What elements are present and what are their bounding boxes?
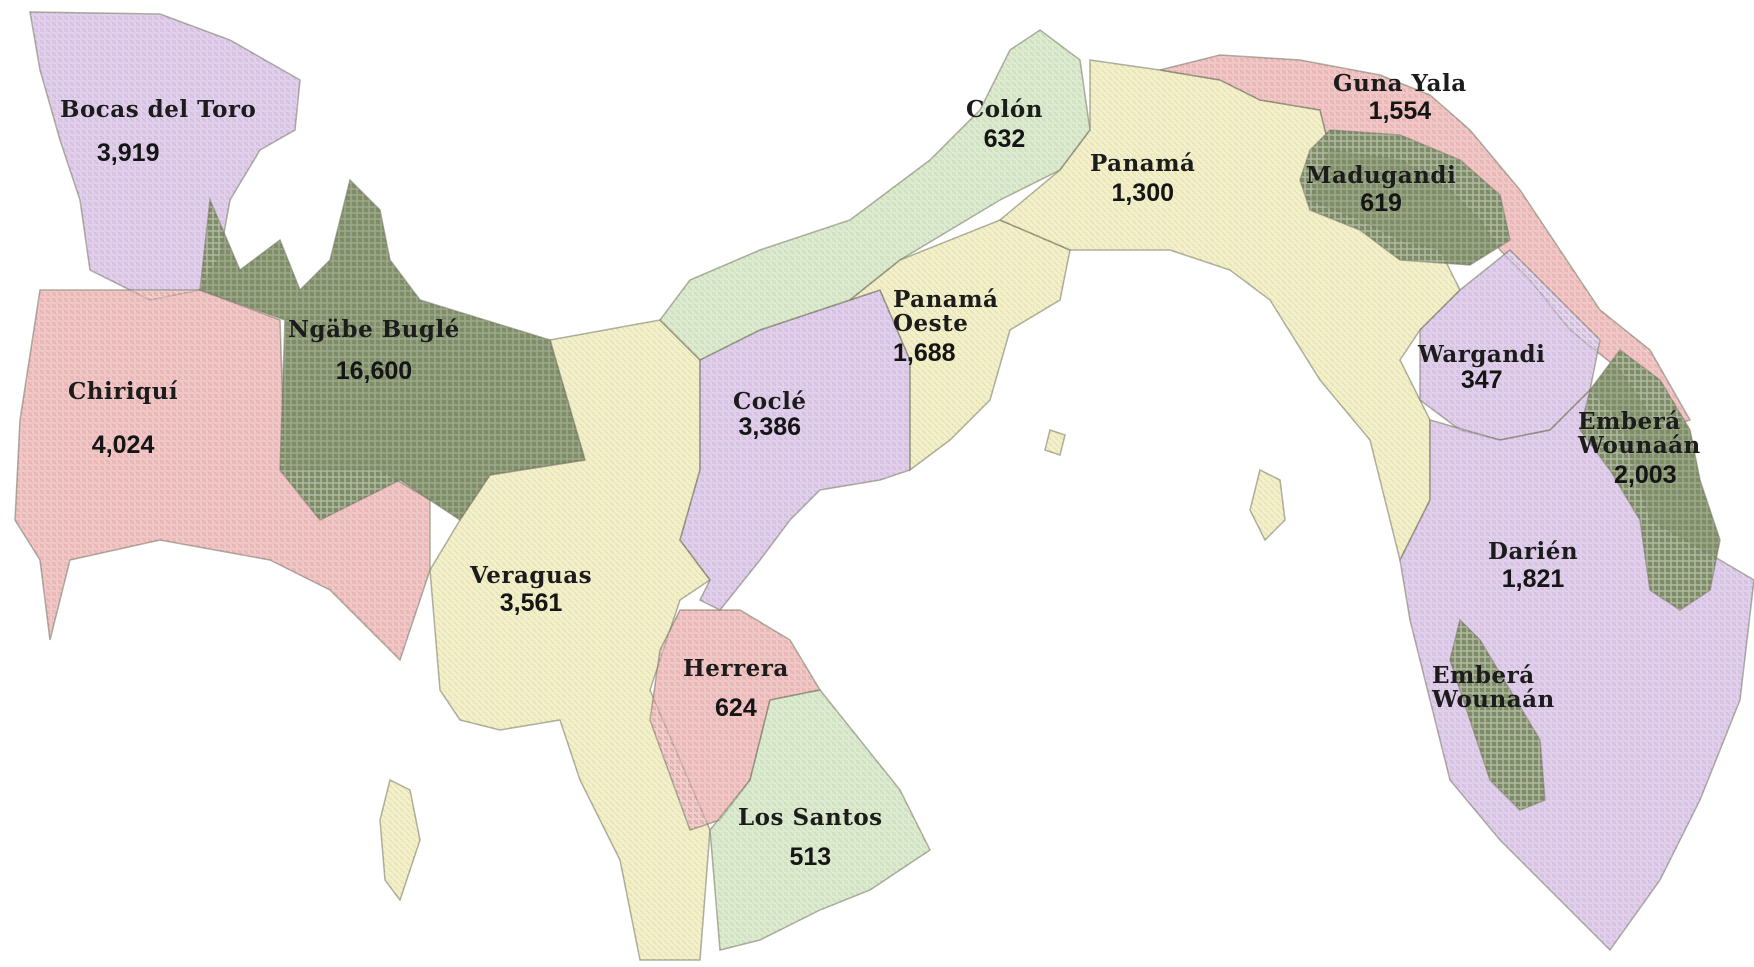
region-name: Veraguas xyxy=(470,562,593,589)
region-value: 624 xyxy=(715,694,757,723)
region-value: 1,821 xyxy=(1501,565,1565,594)
label-embera-wounaan-north: Emberá Wounaán 2,003 xyxy=(1578,408,1728,490)
region-value: 3,561 xyxy=(499,589,563,618)
region-name: Darién xyxy=(1488,538,1579,565)
region-value: 619 xyxy=(1360,189,1402,218)
label-madugandi: Madugandi 619 xyxy=(1306,162,1457,218)
island-pearl xyxy=(1249,468,1286,542)
region-value: 2,003 xyxy=(1614,461,1677,490)
label-colon: Colón 632 xyxy=(966,96,1043,154)
label-herrera: Herrera 624 xyxy=(683,655,789,723)
region-value: 4,024 xyxy=(91,431,155,460)
region-name: Guna Yala xyxy=(1333,70,1467,97)
region-value: 3,919 xyxy=(96,139,160,168)
region-name: Colón xyxy=(966,96,1043,123)
label-chiriqui: Chiriquí 4,024 xyxy=(68,378,179,460)
region-name: Madugandi xyxy=(1306,162,1457,189)
island-taboga xyxy=(1044,429,1066,456)
region-name: Ngäbe Buglé xyxy=(288,316,460,343)
region-name: Panamá xyxy=(1090,150,1196,177)
region-name: Chiriquí xyxy=(68,378,179,405)
region-value: 16,600 xyxy=(335,357,413,386)
region-value: 1,300 xyxy=(1111,179,1174,208)
label-darien: Darién 1,821 xyxy=(1488,538,1579,594)
region-value: 1,554 xyxy=(1368,97,1432,126)
region-name: Emberá Wounaán xyxy=(1432,662,1555,714)
island-coiba xyxy=(379,778,421,902)
region-value: 1,688 xyxy=(893,339,956,368)
region-name: Los Santos xyxy=(738,804,883,831)
label-wargandi: Wargandi 347 xyxy=(1418,341,1546,395)
label-panama: Panamá 1,300 xyxy=(1090,150,1196,208)
label-ngabe-bugle: Ngäbe Buglé 16,600 xyxy=(288,316,460,386)
label-embera-wounaan-south: Emberá Wounaán xyxy=(1432,662,1582,714)
label-bocas-del-toro: Bocas del Toro 3,919 xyxy=(60,96,257,166)
region-value: 3,386 xyxy=(738,413,802,442)
region-name: Panamá Oeste xyxy=(893,286,999,338)
region-value: 513 xyxy=(789,843,832,872)
label-los-santos: Los Santos 513 xyxy=(738,804,883,872)
region-name: Emberá Wounaán xyxy=(1578,408,1701,460)
region-name: Bocas del Toro xyxy=(60,96,257,123)
label-panama-oeste: Panamá Oeste 1,688 xyxy=(893,286,1003,368)
region-name: Coclé xyxy=(733,388,807,415)
label-cocle: Coclé 3,386 xyxy=(733,388,807,442)
region-name: Herrera xyxy=(683,655,789,682)
region-name: Wargandi xyxy=(1418,341,1546,368)
label-guna-yala: Guna Yala 1,554 xyxy=(1333,70,1467,126)
region-value: 632 xyxy=(983,125,1026,154)
label-veraguas: Veraguas 3,561 xyxy=(470,562,593,618)
region-value: 347 xyxy=(1460,366,1503,395)
